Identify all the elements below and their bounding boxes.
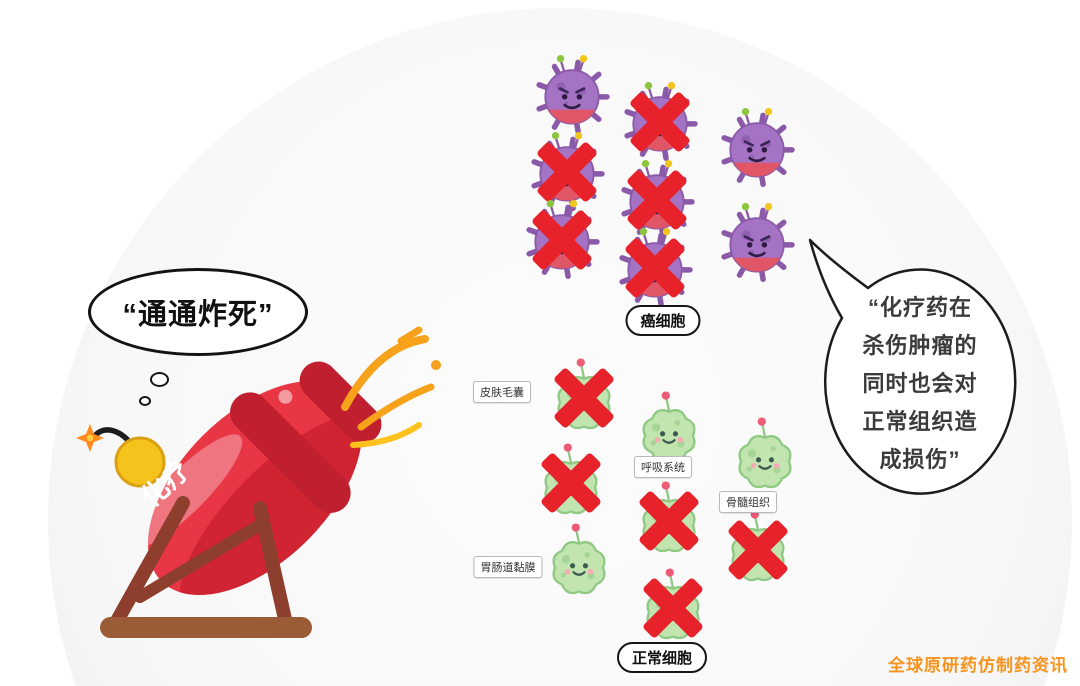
red-x-icon [628, 90, 692, 154]
cancer-cell-icon [711, 102, 803, 194]
cannon-cap [114, 436, 166, 488]
cancer-cell-icon [711, 197, 803, 289]
speech-text: “化疗药在 杀伤肿瘤的 同时也会对 正常组织造 成损伤” [825, 289, 1015, 479]
thought-trail-dot [139, 396, 151, 406]
speech-line: 成损伤” [879, 447, 961, 472]
red-x-icon [637, 489, 701, 553]
cannon-illustration: 化疗 [76, 326, 441, 638]
red-x-icon [530, 208, 594, 272]
red-x-icon [641, 576, 705, 640]
speech-line: 同时也会对 [862, 371, 978, 396]
speech-line: “化疗药在 [867, 295, 972, 320]
normal-cell [525, 437, 617, 529]
cancer-cell [711, 197, 803, 289]
normal-cell [533, 517, 625, 609]
red-x-icon [726, 518, 790, 582]
speech-line: 正常组织造 [862, 409, 978, 434]
tissue-label-gastrointestinal: 胃肠道黏膜 [473, 556, 543, 578]
speech-bubble [808, 238, 1017, 495]
watermark-text: 全球原研药仿制药资讯 [888, 656, 1068, 675]
tissue-label-skin-follicle: 皮肤毛囊 [473, 381, 531, 403]
red-x-icon [623, 236, 687, 300]
tissue-label-bone-marrow: 骨髓组织 [719, 491, 777, 513]
speech-line: 杀伤肿瘤的 [862, 333, 978, 358]
thought-trail-dot [150, 372, 169, 387]
cancer-cell [711, 102, 803, 194]
normal-cell-icon [552, 522, 606, 595]
thought-text: “通通炸死” [122, 299, 274, 331]
cancer-group-label: 癌细胞 [625, 305, 701, 336]
red-x-icon [539, 451, 603, 515]
explosion-sparks-icon [341, 326, 441, 448]
normal-cell [712, 504, 804, 596]
thought-bubble: “通通炸死” [88, 268, 308, 356]
normal-cell [627, 562, 719, 654]
red-x-icon [552, 366, 616, 430]
normal-cell-icon [738, 416, 792, 489]
spark-icon [76, 424, 104, 452]
cancer-cell [609, 222, 701, 314]
tissue-label-respiratory: 呼吸系统 [634, 456, 692, 478]
cannon-stand [100, 496, 312, 638]
normal-cell [538, 352, 630, 444]
cancer-cell [516, 194, 608, 286]
normal-cell [719, 411, 811, 503]
normal-cell [623, 475, 715, 567]
normal-group-label: 正常细胞 [616, 642, 708, 673]
